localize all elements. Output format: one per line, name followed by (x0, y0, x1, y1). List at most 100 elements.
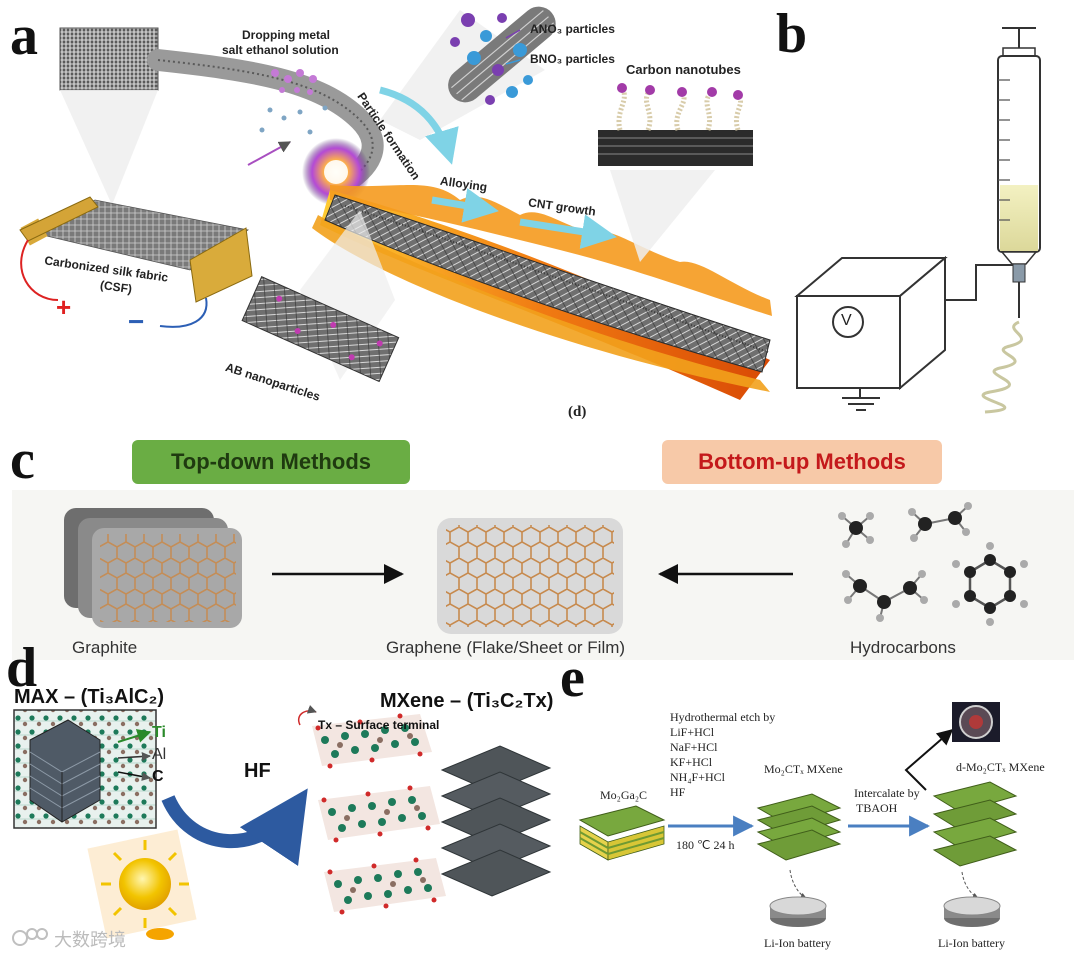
graphene-label: Graphene (Flake/Sheet or Film) (386, 638, 626, 657)
panel-letter-a: a (10, 5, 38, 67)
graphite-label: Graphite (72, 638, 138, 657)
cnt-fiber-hairs (344, 205, 769, 353)
etch-line: Hydrothermal etch by (670, 710, 776, 724)
ti-pointer (117, 729, 152, 743)
d-mo2ctx-stack (932, 781, 1018, 867)
mxene-layer-bottom (324, 857, 446, 915)
syringe-liquid (1000, 185, 1038, 251)
battery-icon-1 (769, 869, 827, 927)
flash-core (324, 160, 348, 184)
mo2ga2c-stack (578, 805, 666, 861)
etch-line: LiF+HCl (670, 725, 715, 739)
sun-icon (87, 829, 197, 940)
ethane-molecule-icon (908, 502, 972, 542)
ano3-label: ANO₃ particles (530, 22, 615, 36)
ti-label: Ti (152, 724, 166, 741)
etch-condition-label: 180 ℃ 24 h (676, 838, 735, 852)
mxene-layer-top (312, 713, 432, 769)
colloid-vial-photo-icon (952, 702, 1000, 742)
hf-etch-arrow (161, 788, 308, 867)
methane-molecule-icon (838, 512, 874, 548)
flame-bottom (312, 215, 770, 392)
bno3-label: BNO₃ particles (530, 52, 615, 66)
hf-label: HF (244, 760, 271, 782)
cnt-substrate (598, 130, 753, 166)
voltmeter-icon (832, 306, 864, 338)
etch-line: HF (670, 785, 686, 799)
droplets-icon (271, 69, 317, 95)
mxene-title: MXene – (Ti₃C₂Tx) (380, 690, 554, 712)
al-label: Al (152, 746, 167, 763)
panel-letter-b: b (776, 3, 808, 65)
max-title: MAX – (Ti₃AlC₂) (14, 686, 164, 708)
etch-line: NH₄F+HCl (670, 770, 725, 784)
dropping-label-line1: Dropping metal (242, 28, 331, 42)
red-wire (20, 239, 59, 301)
battery-label-1: Li-Ion battery (764, 936, 831, 950)
needle-hub (1012, 263, 1026, 283)
syringe-scale (998, 79, 1010, 221)
c-pointer (117, 771, 151, 781)
ano3-pointer (505, 29, 521, 39)
panel-a-sublabel: (d) (568, 404, 587, 420)
watermark-text: 大数跨境 (54, 930, 126, 950)
hydrocarbons-label: Hydrocarbons (850, 638, 956, 657)
plunger (1002, 27, 1036, 48)
ano3-bno3-particles (450, 13, 533, 105)
panel-letter-d: d (6, 637, 38, 699)
benzene-molecule-icon (952, 542, 1028, 626)
bottom-up-methods-badge: Bottom-up Methods (662, 440, 942, 484)
propane-molecule-icon (842, 570, 928, 622)
max-layered-cube (29, 719, 101, 823)
panel-letter-c: c (10, 429, 35, 491)
particle-formation-arrow (379, 86, 459, 165)
etch-line: KF+HCl (670, 755, 713, 769)
blue-wire (159, 297, 208, 328)
mo2ctx-stack (756, 793, 842, 861)
c-label: C (152, 768, 164, 785)
nanotube-catalyst-tips (617, 83, 743, 100)
purple-arrow (247, 141, 292, 166)
panel-a-graphics (19, 6, 772, 400)
wire-to-needle (945, 264, 1013, 301)
etch-reagents-list: Hydrothermal etch by LiF+HCl NaF+HCl KF+… (670, 710, 775, 800)
watermark-logo-icon (12, 928, 48, 946)
d-mo2ctx-label: d-Mo₂CTₓ MXene (956, 760, 1045, 774)
cnt-growth-arrow (519, 214, 617, 249)
panel-d-graphics (13, 705, 552, 940)
battery-label-2: Li-Ion battery (938, 936, 1005, 950)
gold-electrode-right (189, 227, 253, 303)
panel-e-graphics (578, 702, 1018, 927)
battery-icon-2 (943, 871, 1001, 927)
ground-icon (842, 388, 880, 411)
spun-fiber (981, 320, 1024, 414)
particle-strand (448, 6, 556, 103)
plus-terminal: + (56, 292, 72, 322)
salt-molecules (259, 105, 328, 135)
gold-electrode-left (19, 196, 99, 242)
woven-fabric-icon (59, 27, 159, 91)
alloying-arrow (431, 188, 499, 223)
top-down-methods-badge: Top-down Methods (132, 440, 410, 484)
voltmeter-label: V (841, 312, 852, 329)
panel-c-graphics (12, 490, 1074, 660)
al-pointer (117, 752, 151, 761)
dropping-label-line2: salt ethanol solution (222, 43, 339, 57)
flame-top (330, 185, 772, 316)
graphite-hex-lattice (100, 534, 236, 622)
tx-pointer (298, 705, 317, 726)
mxene-layer-middle (318, 785, 440, 843)
panel-letter-e: e (560, 647, 585, 709)
cnt-fiber (324, 194, 771, 373)
minus-terminal: − (128, 306, 145, 337)
bno3-pointer (505, 59, 521, 65)
tx-surface-terminal-label: Tx – Surface terminal (318, 718, 440, 732)
intercalate-label-line1: Intercalate by (854, 786, 920, 800)
carbon-nanotubes-label: Carbon nanotubes (626, 62, 741, 77)
mo2ctx-label: Mo₂CTₓ MXene (764, 762, 843, 776)
mo2ga2c-label: Mo₂Ga₂C (600, 788, 648, 802)
zoom-cone (60, 90, 158, 205)
intercalate-label-line2: TBAOH (856, 801, 898, 815)
panel-b-graphics (794, 27, 1041, 414)
